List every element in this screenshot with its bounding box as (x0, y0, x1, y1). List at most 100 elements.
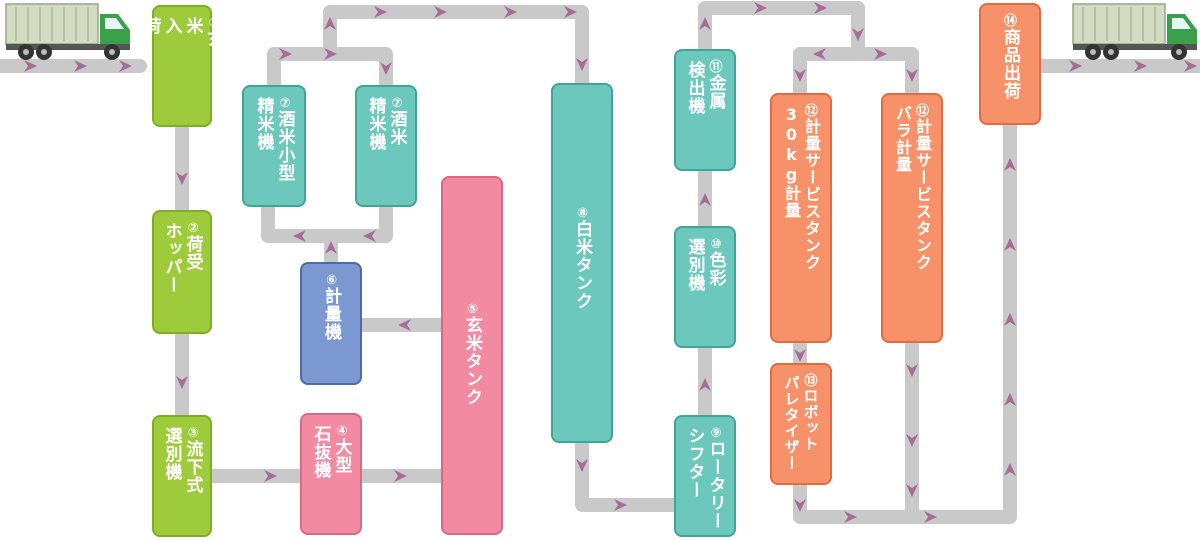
step-12-service-tank-30kg: ⑫計量サービスタンク 30kg計量 (770, 93, 832, 343)
step-label: 荷受 ホッパー (161, 222, 203, 294)
step-number: ⑫ (804, 105, 818, 118)
flow-arrow-icon (844, 511, 857, 523)
flow-arrow-icon (1134, 60, 1147, 72)
step-number: ⑭ (1003, 15, 1017, 28)
flow-arrow-icon (1004, 463, 1016, 476)
flow-arrow-icon (504, 6, 517, 18)
step-10-color-sorter: ⑩色彩 選別機 (674, 226, 736, 348)
step-number: ⑥ (325, 274, 337, 287)
step-label: 大型 石抜機 (310, 425, 352, 479)
flow-arrow-icon (1004, 238, 1016, 251)
step-number: ⑦ (391, 97, 403, 110)
flow-arrow-icon (374, 6, 387, 18)
flow-arrow-icon (699, 193, 711, 206)
step-label: 計量サービスタンク 30kg計量 (782, 105, 821, 271)
step-number: ② (187, 222, 199, 235)
flow-arrow-icon (74, 60, 87, 72)
flow-arrow-icon (363, 230, 376, 242)
flow-arrow-icon (852, 28, 864, 41)
step-label: 玄米タンク (462, 316, 482, 406)
flow-arrow-icon (293, 230, 306, 242)
flow-arrow-icon (564, 6, 577, 18)
flow-arrow-icon (794, 349, 806, 362)
flow-arrow-icon (924, 511, 937, 523)
conveyor-pipe (323, 5, 589, 90)
step-6-weighing-machine: ⑥計量機 (300, 262, 362, 385)
flow-arrow-icon (576, 58, 588, 71)
step-13-robot-palletizer: ⑬ロボット パレタイザー (770, 363, 832, 485)
step-number: ⑨ (710, 427, 722, 440)
flow-arrow-icon (380, 62, 392, 75)
step-9-rotary-sifter: ⑨ロータリー シフター (674, 415, 736, 537)
step-label: 玄 米 入 荷 (140, 17, 224, 48)
step-label: 商品出荷 (1000, 28, 1020, 100)
step-label: 金属 検出機 (684, 61, 726, 115)
truck-icon (1072, 3, 1197, 60)
step-7-sake-rice-polisher: ⑦酒米 精米機 (355, 85, 417, 207)
step-label: 白米タンク (572, 220, 592, 310)
step-label: 計量サービスタンク バラ計量 (893, 105, 932, 271)
flow-arrow-icon (576, 459, 588, 472)
step-number: ⑩ (710, 238, 722, 251)
flow-arrow-icon (398, 319, 411, 331)
flow-arrow-icon (119, 60, 132, 72)
step-number: ⑧ (576, 207, 588, 220)
step-7-small-sake-rice-polisher: ⑦酒米小型 精米機 (242, 85, 306, 207)
flow-arrow-icon (794, 69, 806, 82)
flow-arrow-icon (325, 241, 337, 254)
flow-arrow-icon (176, 172, 188, 185)
step-12-service-tank-bulk: ⑫計量サービスタンク バラ計量 (881, 93, 943, 343)
flow-arrow-icon (874, 48, 887, 60)
flow-arrow-icon (906, 484, 918, 497)
flow-arrow-icon (324, 17, 336, 30)
truck-icon (5, 3, 130, 60)
flow-arrow-icon (906, 364, 918, 377)
flow-arrow-icon (794, 499, 806, 512)
step-14-product-shipping: ⑭商品出荷 (979, 3, 1041, 125)
step-4-stone-remover: ④大型 石抜機 (300, 413, 362, 535)
flow-arrow-icon (264, 470, 277, 482)
flow-arrow-icon (614, 499, 627, 511)
step-number: ⑦ (279, 97, 291, 110)
step-label: 色彩 選別機 (684, 238, 726, 292)
flow-arrow-icon (1069, 60, 1082, 72)
step-label: ロボット パレタイザー (782, 375, 820, 471)
flow-arrow-icon (1184, 60, 1197, 72)
flow-arrow-icon (176, 376, 188, 389)
conveyor-pipe (698, 1, 865, 100)
step-2-receiving-hopper: ②荷受 ホッパー (152, 210, 212, 334)
step-number: ③ (187, 427, 199, 440)
flow-arrow-icon (279, 48, 292, 60)
step-number: ⑤ (466, 303, 478, 316)
flow-arrow-icon (1004, 393, 1016, 406)
flow-arrow-icon (24, 60, 37, 72)
step-label: 流下式 選別機 (161, 427, 203, 494)
step-number: ⑬ (804, 375, 818, 388)
flow-arrow-icon (906, 434, 918, 447)
flow-arrow-icon (699, 17, 711, 30)
flow-arrow-icon (814, 2, 827, 14)
step-3-gravity-sorter: ③流下式 選別機 (152, 415, 212, 537)
conveyor-pipe (324, 200, 393, 243)
step-11-metal-detector: ⑪金属 検出機 (674, 49, 736, 171)
step-number: ① (208, 17, 220, 30)
step-number: ⑪ (709, 61, 723, 74)
step-label: ロータリー シフター (684, 427, 726, 530)
flow-arrow-icon (394, 470, 407, 482)
flow-arrow-icon (324, 48, 337, 60)
step-1-brown-rice-arrival: ①玄 米 入 荷 (141, 5, 224, 127)
flow-arrow-icon (434, 6, 447, 18)
flow-arrow-icon (1004, 313, 1016, 326)
flow-arrow-icon (699, 378, 711, 391)
step-number: ⑫ (915, 105, 929, 118)
flow-arrow-icon (754, 2, 767, 14)
step-label: 酒米 精米機 (365, 97, 407, 151)
flow-arrow-icon (813, 48, 826, 60)
step-8-white-rice-tank: ⑧白米タンク (551, 83, 613, 443)
step-label: 計量機 (321, 287, 341, 341)
step-5-brown-rice-tank: ⑤玄米タンク (441, 176, 503, 535)
flow-arrow-icon (1004, 158, 1016, 171)
